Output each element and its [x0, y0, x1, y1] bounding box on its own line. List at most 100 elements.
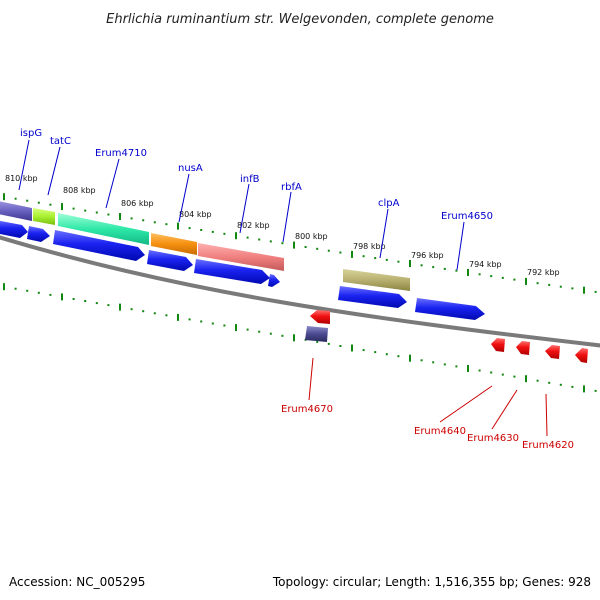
minor-tick [200, 229, 203, 231]
inner-tick-row [3, 283, 597, 393]
major-tick [61, 293, 63, 301]
major-tick [525, 277, 527, 285]
gene-feature-orange [151, 233, 197, 255]
minor-tick [478, 369, 481, 372]
gene-label-Erum4670: Erum4670 [281, 404, 333, 415]
minor-tick [374, 257, 377, 260]
major-tick [3, 283, 5, 291]
minor-tick [490, 371, 493, 374]
minor-tick [513, 278, 516, 281]
minor-tick [478, 273, 481, 276]
minor-tick [559, 285, 562, 288]
genome-backbone [0, 235, 600, 348]
minor-tick [37, 201, 40, 204]
minor-tick [211, 322, 214, 325]
minor-tick [420, 264, 423, 267]
major-tick [467, 365, 469, 372]
minor-tick [362, 255, 365, 258]
cds-forward-arrow [147, 250, 193, 271]
minor-tick [432, 266, 435, 269]
minor-tick [246, 236, 249, 239]
major-tick [177, 313, 179, 321]
minor-tick [304, 246, 307, 248]
minor-tick [153, 312, 156, 315]
minor-tick [374, 351, 377, 354]
minor-tick [281, 334, 284, 337]
cds-forward-arrow [268, 274, 280, 287]
minor-tick [211, 230, 214, 233]
cds-reverse-arrow [491, 338, 505, 352]
minor-tick [107, 304, 110, 307]
minor-tick [281, 242, 284, 245]
major-tick [119, 303, 121, 311]
minor-tick [26, 289, 29, 292]
minor-tick [490, 275, 493, 278]
major-tick [409, 354, 411, 362]
gene-feature-lime [33, 208, 55, 225]
minor-tick [594, 389, 597, 392]
minor-tick [72, 207, 75, 210]
gene-label-Erum4710: Erum4710 [95, 148, 147, 159]
scale-label: 792 kbp [527, 268, 560, 277]
scale-label: 806 kbp [121, 199, 154, 208]
minor-tick [455, 365, 458, 368]
scale-label: 798 kbp [353, 242, 386, 251]
minor-tick [130, 308, 133, 311]
minor-tick [571, 287, 574, 290]
cds-forward-arrow [27, 226, 50, 242]
minor-tick [95, 211, 98, 214]
cds-forward-arrow [0, 220, 28, 238]
reverse-label-leaders [308, 357, 548, 437]
minor-tick [269, 332, 272, 335]
minor-tick [536, 282, 539, 285]
major-tick [235, 232, 237, 240]
minor-tick [443, 363, 446, 366]
minor-tick [501, 373, 504, 376]
minor-tick [316, 247, 319, 250]
scale-label: 800 kbp [295, 232, 328, 241]
minor-tick [223, 232, 226, 235]
gene-label-Erum4630: Erum4630 [467, 433, 519, 444]
major-tick [119, 213, 121, 220]
minor-tick [339, 345, 342, 347]
gene-feature-olive [343, 269, 410, 291]
major-tick [583, 385, 585, 393]
minor-tick [571, 385, 574, 388]
minor-tick [536, 379, 539, 382]
minor-tick [501, 276, 504, 279]
minor-tick [559, 383, 562, 386]
minor-tick [153, 221, 156, 224]
minor-tick [548, 283, 551, 286]
minor-tick [385, 353, 388, 356]
gene-feature-teal [58, 213, 149, 245]
minor-tick [362, 349, 365, 352]
minor-tick [513, 375, 516, 378]
major-tick [235, 324, 237, 332]
minor-tick [327, 249, 330, 252]
minor-tick [165, 314, 168, 317]
major-tick [351, 250, 353, 258]
major-tick [351, 344, 353, 352]
gene-label-clpA: clpA [378, 198, 400, 209]
minor-tick [165, 223, 168, 226]
minor-tick [246, 328, 249, 331]
cds-reverse-arrow [310, 310, 330, 324]
major-tick [293, 334, 295, 342]
minor-tick [327, 342, 330, 345]
cds-forward-arrow [415, 298, 485, 320]
minor-tick [14, 287, 17, 290]
forward-label-leaders [18, 139, 465, 271]
minor-tick [49, 203, 52, 206]
gene-label-ispG: ispG [20, 128, 42, 139]
accession-text: Accession: NC_005295 [9, 575, 145, 589]
gene-label-Erum4640: Erum4640 [414, 426, 466, 437]
minor-tick [130, 217, 133, 220]
minor-tick [49, 293, 52, 296]
minor-tick [548, 381, 551, 384]
scale-label: 794 kbp [469, 260, 502, 269]
scale-label: 804 kbp [179, 210, 212, 219]
gene-label-infB: infB [240, 174, 260, 185]
minor-tick [72, 298, 75, 300]
minor-tick [432, 361, 435, 364]
